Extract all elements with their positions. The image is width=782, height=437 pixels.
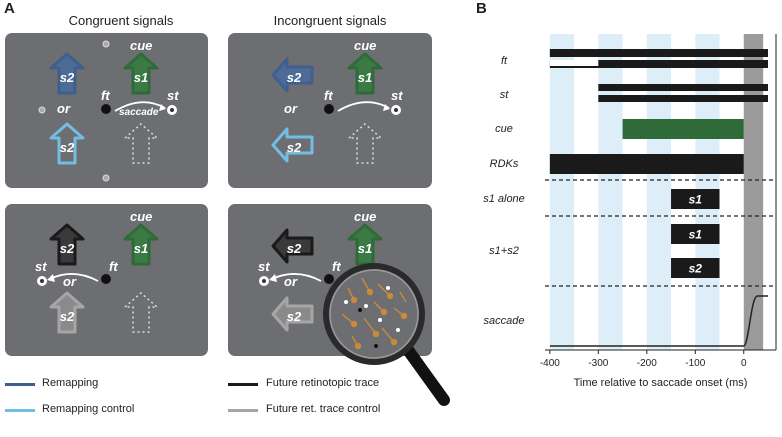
box-s2-pair-label: s2 <box>689 262 703 276</box>
legend-remapping: Remapping <box>42 377 99 389</box>
congruent-top-graphic <box>38 40 177 182</box>
box-s1-alone <box>671 189 720 209</box>
label-or: or <box>284 101 297 116</box>
label-s2-control: s2 <box>286 140 302 155</box>
box-s2-pair <box>671 258 720 278</box>
congruent-bottom-graphic <box>37 223 159 334</box>
legend-remapping-control: Remapping control <box>42 403 135 415</box>
label-ft: ft <box>101 88 110 103</box>
x-tick-label: -400 <box>540 358 560 369</box>
legend-future-trace-control: Future ret. trace control <box>266 403 381 415</box>
row-label-cue: cue <box>495 123 513 135</box>
label-st: st <box>258 259 270 274</box>
x-axis-label: Time relative to saccade onset (ms) <box>574 377 748 389</box>
row-label-ft: ft <box>501 55 508 67</box>
time-band <box>549 34 575 350</box>
bar-rdks <box>549 154 744 174</box>
saccade-band <box>743 34 764 350</box>
label-s2: s2 <box>286 241 302 256</box>
label-cue: cue <box>354 209 377 224</box>
bar-st-lower <box>598 95 768 102</box>
incongruent-title: Incongruent signals <box>273 13 387 28</box>
label-ft: ft <box>332 259 341 274</box>
incongruent-bottom-graphic <box>259 223 383 332</box>
x-tick-label: 0 <box>741 358 747 369</box>
label-s1: s1 <box>357 70 373 85</box>
legend-future-trace: Future retinotopic trace <box>266 377 380 389</box>
bar-cue <box>622 119 744 139</box>
x-tick-label: -200 <box>637 358 657 369</box>
row-label-st: st <box>500 89 510 101</box>
bar-ft <box>549 49 768 57</box>
time-band <box>598 34 623 350</box>
label-ft: ft <box>324 88 333 103</box>
x-tick-label: -100 <box>685 358 705 369</box>
panel-congruent-bottom: s2 s1 cue or ft st s2 <box>5 204 208 356</box>
label-s2: s2 <box>59 70 75 85</box>
label-saccade: saccade <box>119 107 159 118</box>
label-s1: s1 <box>357 241 373 256</box>
row-label-RDKs: RDKs <box>490 158 519 170</box>
box-s1-alone-label: s1 <box>689 193 703 207</box>
label-st: st <box>167 88 179 103</box>
legend-remapping-control-line <box>5 409 35 412</box>
panel-congruent-top: s2 s1 cue or ft st saccade s2 <box>5 33 208 188</box>
incongruent-top-graphic <box>271 52 401 164</box>
label-s2-control: s2 <box>59 309 75 324</box>
panel-incongruent-bottom: s2 s1 cue or ft st s2 <box>228 204 432 356</box>
box-s1-pair <box>671 224 720 244</box>
row-label-s1s2: s1+s2 <box>489 245 519 257</box>
label-st: st <box>35 259 47 274</box>
label-or: or <box>284 274 297 289</box>
row-label-s1alone: s1 alone <box>483 193 525 205</box>
label-cue: cue <box>354 38 377 53</box>
legend-remapping-line <box>5 383 35 386</box>
label-or: or <box>57 101 70 116</box>
x-tick-label: -300 <box>588 358 608 369</box>
saccade-trace <box>549 295 768 347</box>
bar-ft-gap <box>549 60 599 66</box>
label-st: st <box>391 88 403 103</box>
label-s1: s1 <box>133 70 149 85</box>
congruent-title: Congruent signals <box>68 13 174 28</box>
magnifier-icon <box>323 263 450 406</box>
time-band <box>646 34 672 350</box>
legend-future-trace-line <box>228 383 258 386</box>
box-s1-pair-label: s1 <box>689 228 703 242</box>
label-cue: cue <box>130 38 153 53</box>
legend-future-trace-control-line <box>228 409 258 412</box>
bar-st <box>598 84 768 91</box>
label-cue: cue <box>130 209 153 224</box>
row-label-saccade: saccade <box>484 315 525 327</box>
label-s2: s2 <box>286 70 302 85</box>
label-or: or <box>63 274 76 289</box>
label-s2-control: s2 <box>286 309 302 324</box>
label-ft: ft <box>109 259 118 274</box>
panel-a-letter: A <box>4 0 15 17</box>
panel-incongruent-top: s2 s1 cue or ft st s2 <box>228 33 432 188</box>
label-s2-control: s2 <box>59 140 75 155</box>
bar-ft-lower <box>549 60 768 68</box>
label-s1: s1 <box>133 241 149 256</box>
panel-b-letter: B <box>476 0 487 17</box>
label-s2: s2 <box>59 241 75 256</box>
